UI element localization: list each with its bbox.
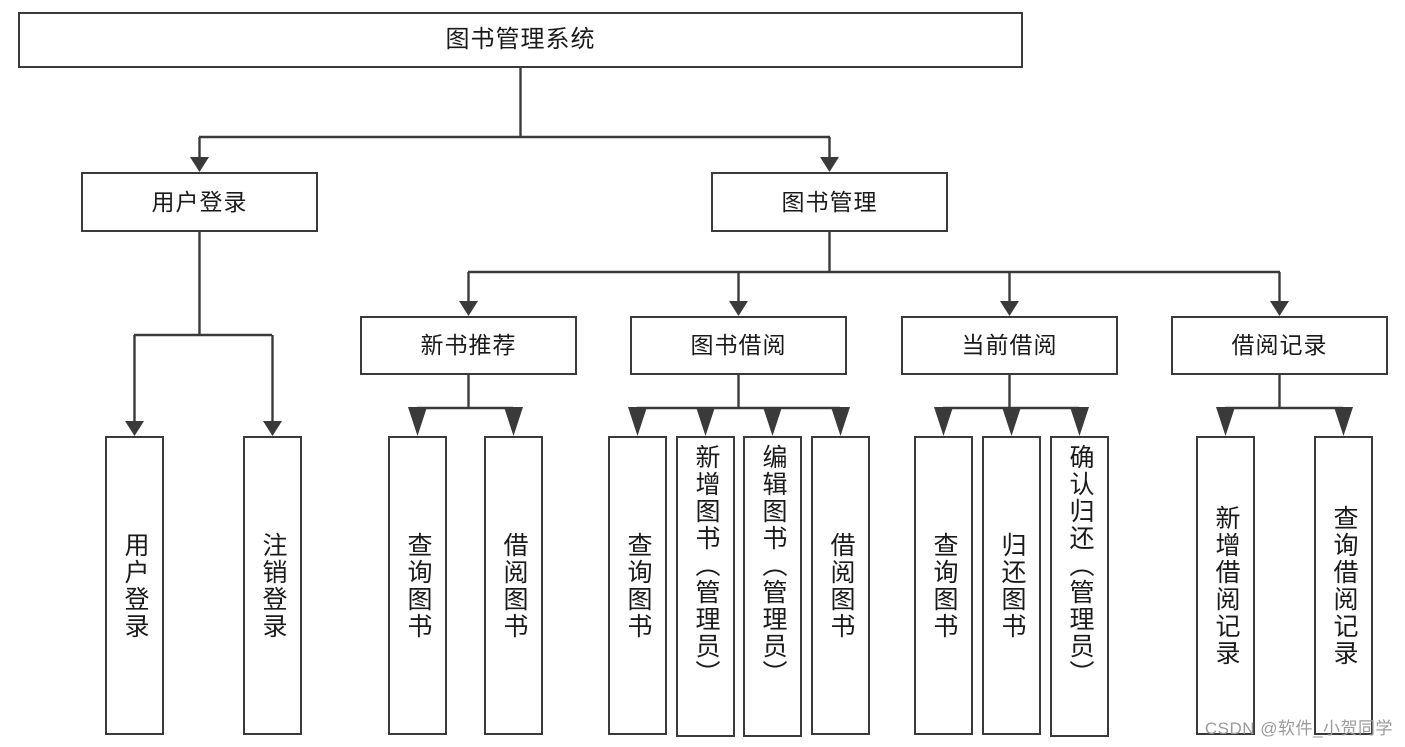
node-label: 确认归还（管理员） — [1066, 444, 1094, 687]
node-label: 图书管理系统 — [445, 26, 596, 53]
node-label: 查询图书 — [624, 531, 652, 640]
node-label: 新增借阅记录 — [1212, 504, 1240, 667]
leaf-query-borrow-record[interactable]: 查询借阅记录 — [1314, 436, 1373, 735]
leaf-user-login[interactable]: 用户登录 — [105, 436, 164, 735]
node-user-login[interactable]: 用户登录 — [81, 172, 318, 232]
node-label: 借阅记录 — [1231, 332, 1328, 358]
node-label: 当前借阅 — [961, 332, 1058, 358]
node-label: 用户登录 — [121, 531, 149, 640]
node-label: 用户登录 — [151, 188, 248, 215]
leaf-borrow-book-2[interactable]: 借阅图书 — [811, 436, 870, 735]
node-root-book-management-system[interactable]: 图书管理系统 — [18, 12, 1023, 68]
node-new-book-recommend[interactable]: 新书推荐 — [360, 316, 577, 375]
leaf-query-book-2[interactable]: 查询图书 — [608, 436, 667, 735]
node-label: 查询借阅记录 — [1330, 504, 1358, 667]
node-label: 图书借阅 — [690, 332, 787, 358]
node-label: 新书推荐 — [420, 332, 517, 358]
leaf-confirm-return-admin[interactable]: 确认归还（管理员） — [1050, 436, 1109, 737]
node-current-borrow[interactable]: 当前借阅 — [901, 316, 1118, 375]
leaf-return-book[interactable]: 归还图书 — [982, 436, 1041, 735]
node-book-borrow[interactable]: 图书借阅 — [630, 316, 847, 375]
node-label: 借阅图书 — [827, 531, 855, 640]
node-book-management[interactable]: 图书管理 — [711, 172, 948, 232]
node-label: 归还图书 — [998, 531, 1026, 640]
node-borrow-record[interactable]: 借阅记录 — [1171, 316, 1388, 375]
leaf-logout-login[interactable]: 注销登录 — [243, 436, 302, 735]
node-label: 注销登录 — [259, 531, 287, 640]
node-label: 查询图书 — [930, 531, 958, 640]
node-label: 图书管理 — [781, 188, 878, 215]
leaf-borrow-book-1[interactable]: 借阅图书 — [484, 436, 543, 735]
leaf-query-book-3[interactable]: 查询图书 — [914, 436, 973, 735]
leaf-query-book-1[interactable]: 查询图书 — [388, 436, 447, 735]
node-label: 新增图书（管理员） — [692, 444, 720, 687]
node-label: 编辑图书（管理员） — [759, 444, 787, 687]
leaf-edit-book-admin[interactable]: 编辑图书（管理员） — [743, 436, 802, 737]
leaf-add-borrow-record[interactable]: 新增借阅记录 — [1196, 436, 1255, 735]
node-label: 借阅图书 — [500, 531, 528, 640]
leaf-add-book-admin[interactable]: 新增图书（管理员） — [676, 436, 735, 737]
csdn-watermark: CSDN @软件_小贺同学 — [1204, 719, 1393, 738]
node-label: 查询图书 — [404, 531, 432, 640]
